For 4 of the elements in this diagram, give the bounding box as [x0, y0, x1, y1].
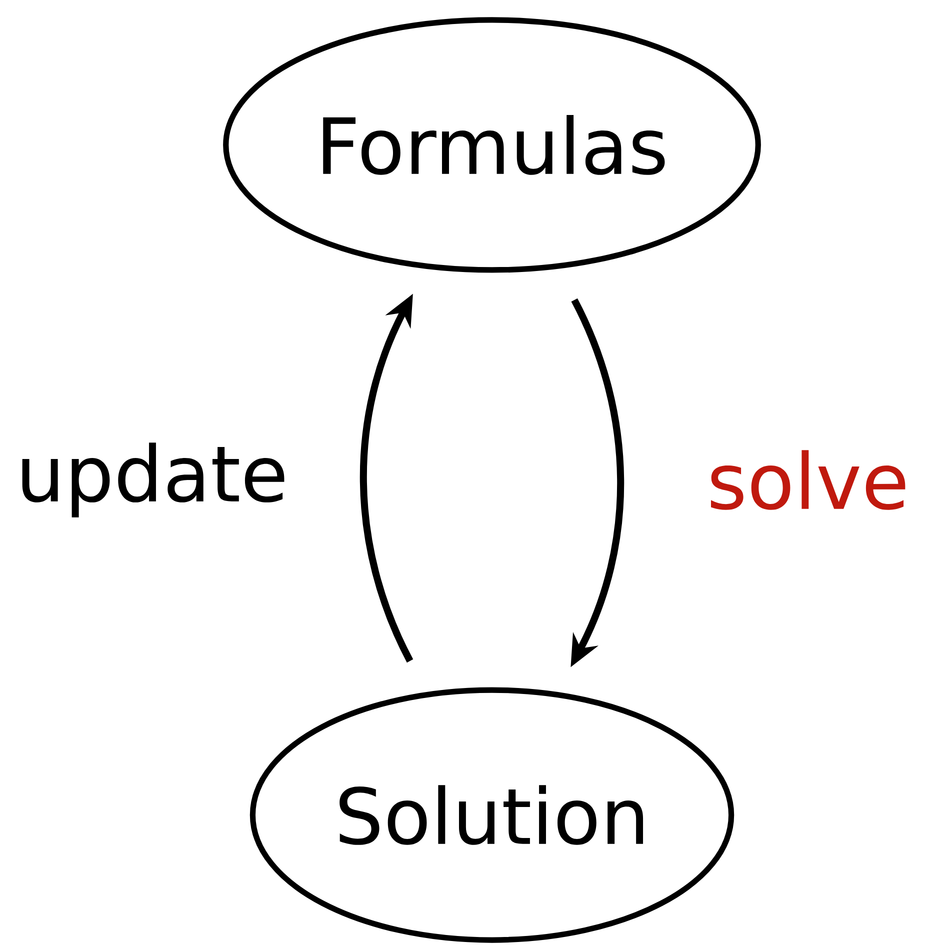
edge-label: solve: [703, 446, 913, 514]
ellipse-node: Formulas: [223, 17, 761, 273]
ellipse-node: Solution: [250, 687, 734, 943]
edge-label: update: [12, 439, 292, 521]
